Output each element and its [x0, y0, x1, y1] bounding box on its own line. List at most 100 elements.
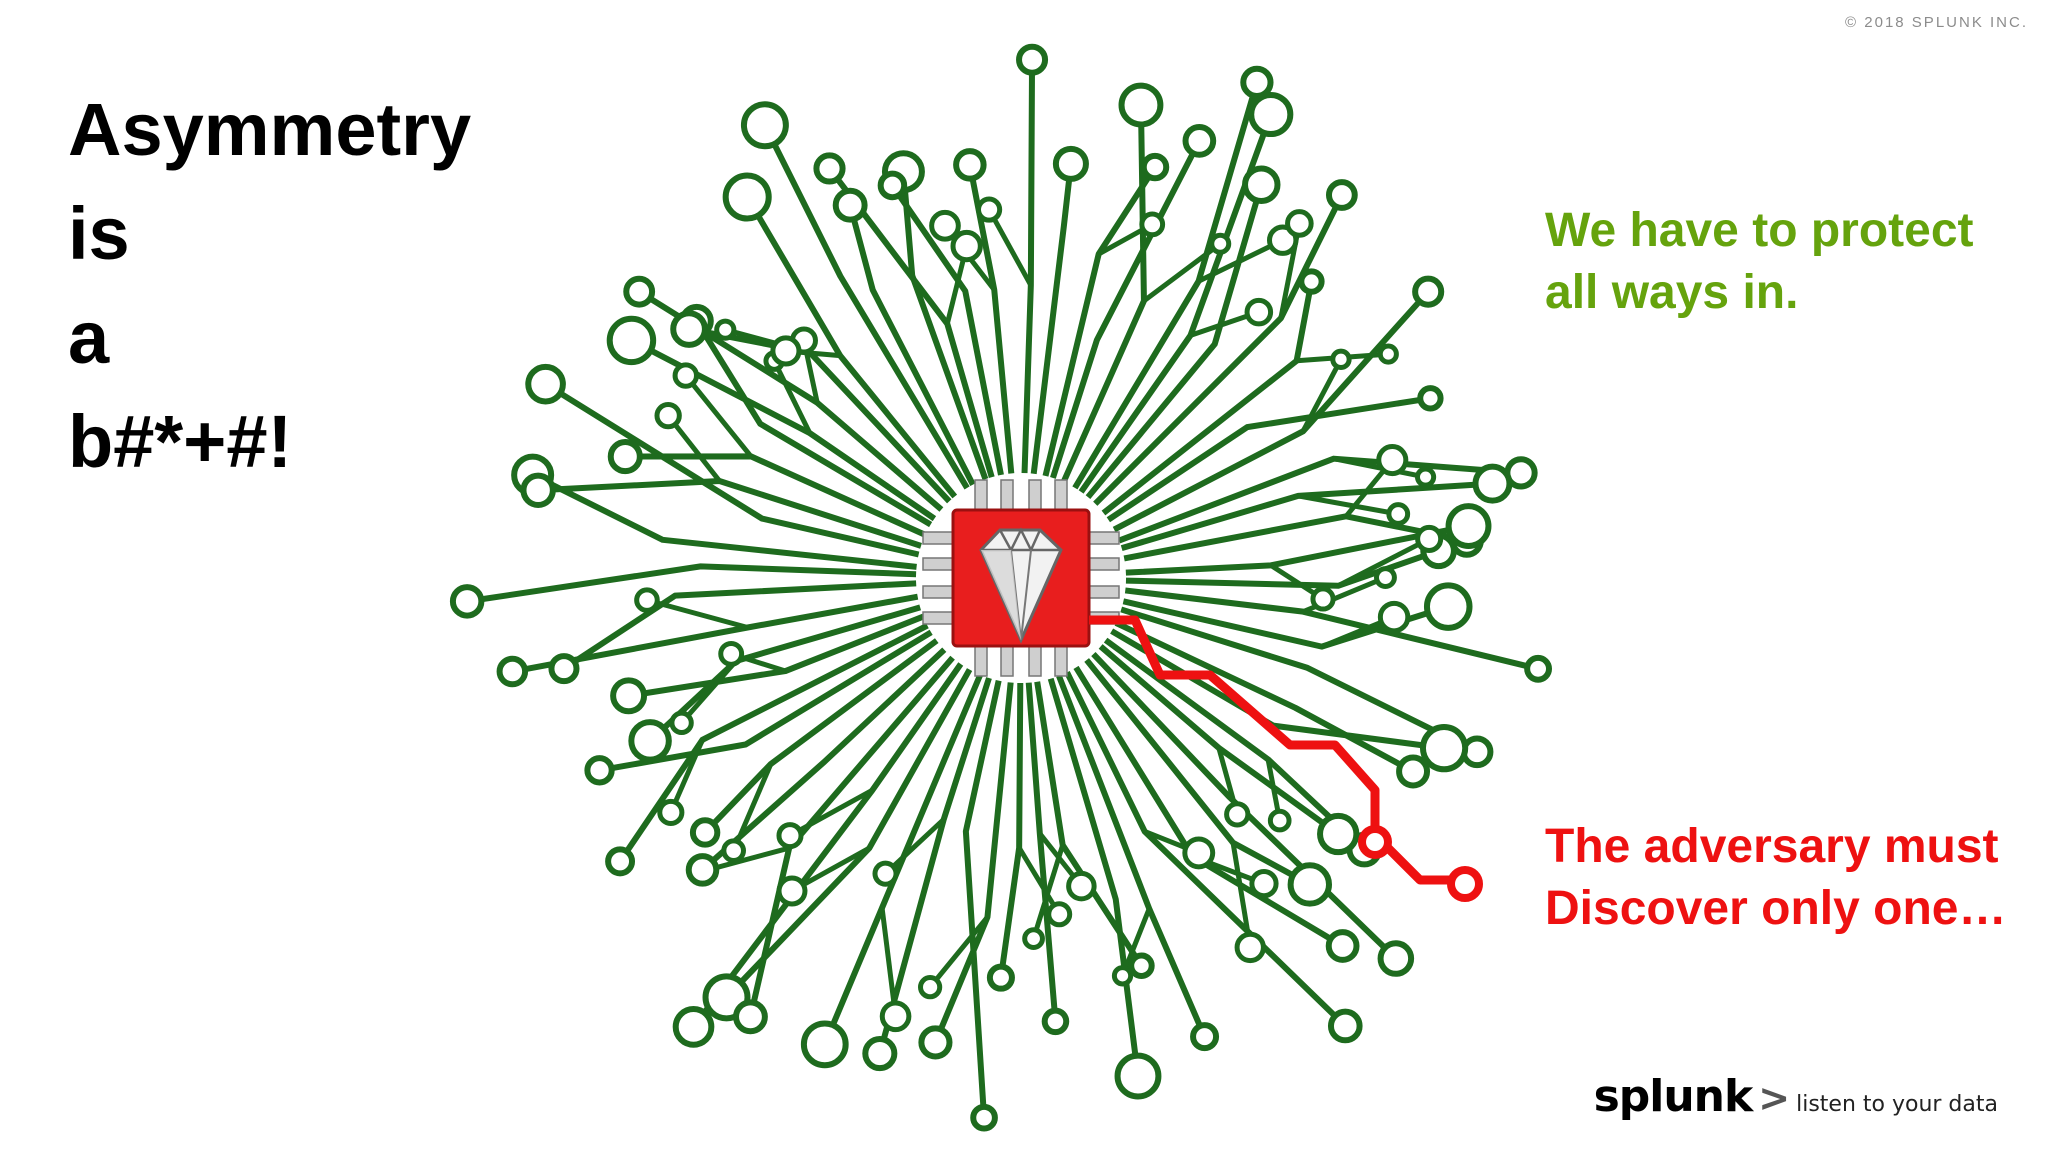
- title-line-3: a: [68, 296, 110, 379]
- circuit-pad: [672, 1006, 715, 1048]
- circuit-pad: [610, 677, 648, 715]
- circuit-pad: [520, 472, 556, 508]
- defender-note-line-1: We have to protect: [1545, 204, 1974, 257]
- circuit-pad: [1310, 586, 1336, 612]
- circuit-trace: [928, 915, 990, 989]
- circuit-pad: [1182, 836, 1216, 870]
- circuit-pad: [722, 172, 772, 222]
- circuit-pad: [721, 838, 746, 864]
- logo-wordmark: splunk: [1593, 1071, 1754, 1122]
- circuit-pad: [496, 655, 529, 688]
- circuit-pad: [657, 798, 685, 827]
- attack-path-midpoint-pad: [1358, 825, 1392, 859]
- circuit-pad: [1417, 385, 1444, 412]
- circuit-pad: [584, 755, 615, 786]
- circuit-pad: [770, 335, 802, 367]
- circuit-trace: [1106, 395, 1431, 523]
- circuit-pad: [606, 315, 657, 366]
- circuit-pad: [685, 853, 720, 887]
- chip-pin: [1088, 531, 1120, 545]
- circuit-trace: [1300, 358, 1344, 433]
- adversary-note-line-2: Discover only one…: [1545, 882, 2007, 935]
- circuit-trace: [847, 204, 976, 487]
- chip-pin: [1028, 479, 1042, 511]
- circuit-pad: [1325, 179, 1358, 211]
- circuit-trace: [666, 414, 722, 483]
- circuit-pad: [832, 187, 868, 223]
- copyright-notice: © 2018 SPLUNK INC.: [1845, 14, 2028, 31]
- circuit-pad: [929, 209, 961, 242]
- circuit-trace: [962, 679, 1002, 1118]
- circuit-trace: [1114, 620, 1415, 775]
- chip-pin: [922, 611, 954, 625]
- circuit-pad: [607, 439, 643, 475]
- circuit-pad: [1242, 165, 1281, 204]
- circuit-trace: [562, 580, 917, 672]
- circuit-pad: [1114, 1052, 1162, 1100]
- circuit-trace: [543, 381, 920, 558]
- circuit-trace: [1021, 59, 1036, 474]
- circuit-pad: [976, 196, 1003, 223]
- circuit-trace: [986, 208, 1034, 287]
- circuit-pad: [1524, 654, 1553, 683]
- circuit-pad: [623, 275, 656, 308]
- circuit-trace: [1120, 606, 1479, 755]
- circuit-pad: [1376, 444, 1409, 477]
- circuit-trace: [1297, 493, 1399, 517]
- diamond-icon: [979, 527, 1063, 644]
- circuit-trace: [1124, 587, 1539, 672]
- circuit-pad: [1377, 600, 1411, 634]
- circuit-pad: [1327, 1008, 1363, 1044]
- circuit-pad: [1190, 1022, 1220, 1052]
- circuit-pad: [1325, 929, 1360, 963]
- circuit-pad: [1244, 297, 1274, 327]
- circuit-pad: [1224, 801, 1251, 828]
- chip-pin: [922, 557, 954, 571]
- circuit-pad: [1046, 901, 1073, 928]
- circuit-pad: [669, 710, 694, 736]
- circuit-trace: [538, 477, 922, 549]
- circuit-pad: [918, 1025, 953, 1060]
- circuit-pad: [672, 362, 699, 389]
- circuit-pad: [1412, 275, 1445, 308]
- circuit-trace: [731, 762, 774, 852]
- circuit-trace: [1091, 651, 1398, 961]
- circuit-trace: [679, 659, 738, 725]
- circuit-pad: [1140, 152, 1170, 182]
- circuit-trace: [772, 359, 813, 435]
- circuit-pad: [718, 640, 745, 667]
- chip-pin: [1000, 645, 1014, 677]
- circuit-pad: [1374, 566, 1397, 589]
- circuit-pad: [1377, 940, 1415, 977]
- logo-tagline: listen to your data: [1796, 1092, 1998, 1117]
- adversary-note: The adversary must Discover only one…: [1545, 816, 2006, 940]
- circuit-pad: [1118, 82, 1164, 128]
- circuit-pad: [877, 170, 908, 201]
- circuit-pad: [1139, 211, 1166, 238]
- circuit-trace: [762, 123, 970, 490]
- circuit-pad: [1414, 466, 1437, 488]
- circuit-pad: [1330, 348, 1352, 370]
- circuit-pad: [1066, 870, 1097, 902]
- circuit-trace: [1125, 523, 1470, 576]
- chip-pin: [922, 531, 954, 545]
- circuit-pad: [1285, 209, 1314, 238]
- circuit-trace: [1101, 280, 1315, 516]
- circuit-pad: [1445, 503, 1492, 550]
- chip-pin: [1028, 645, 1042, 677]
- circuit-pad: [714, 318, 737, 341]
- circuit-pad: [548, 653, 580, 685]
- slide-title: Asymmetry is a b#*+#!: [68, 78, 471, 494]
- circuit-pad: [1240, 65, 1274, 100]
- circuit-pad: [1209, 232, 1232, 255]
- circuit-pad: [1267, 808, 1292, 833]
- circuit-pad: [953, 148, 987, 182]
- circuit-trace: [822, 673, 984, 1046]
- chip-pin: [1054, 479, 1068, 511]
- title-line-2: is: [68, 192, 130, 275]
- chevron-right-icon: >: [1758, 1076, 1791, 1120]
- circuit-trace: [531, 472, 917, 570]
- circuit-pad: [628, 719, 672, 763]
- circuit-pad: [776, 875, 808, 907]
